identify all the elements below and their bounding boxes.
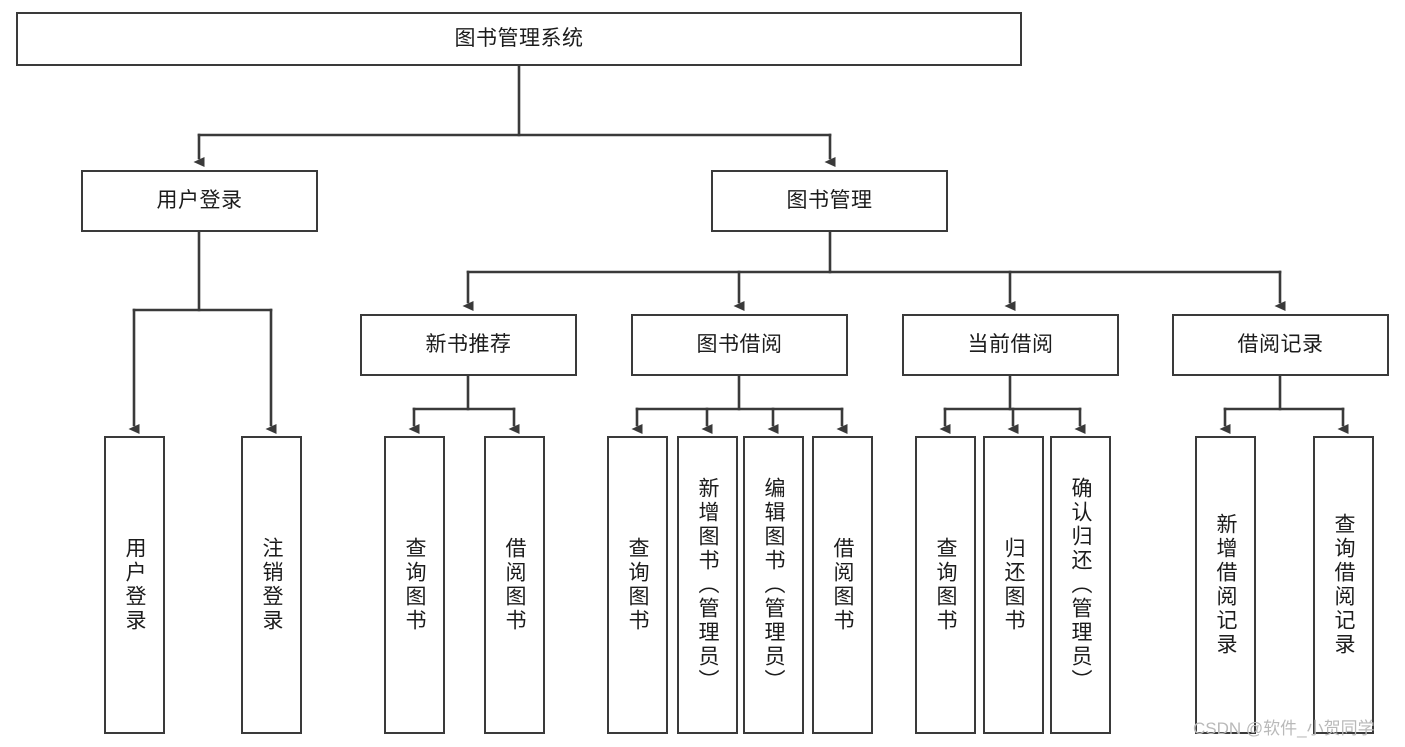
node-label: 图书管理 xyxy=(786,188,873,212)
node-root-book-management-system[interactable]: 图书管理系统 xyxy=(16,12,1022,66)
node-label: 查询图书 xyxy=(403,537,426,633)
node-label: 新书推荐 xyxy=(425,332,512,356)
leaf-query-book-recommend[interactable]: 查询图书 xyxy=(384,436,445,734)
leaf-logout-login[interactable]: 注销登录 xyxy=(241,436,302,734)
node-borrow-record[interactable]: 借阅记录 xyxy=(1172,314,1389,376)
leaf-add-book-admin[interactable]: 新增图书（管理员） xyxy=(677,436,738,734)
leaf-query-book-borrow[interactable]: 查询图书 xyxy=(607,436,668,734)
node-label: 借阅图书 xyxy=(503,537,526,633)
node-label: 当前借阅 xyxy=(967,332,1054,356)
leaf-add-borrow-record[interactable]: 新增借阅记录 xyxy=(1195,436,1256,734)
node-current-borrow[interactable]: 当前借阅 xyxy=(902,314,1119,376)
node-label: 图书管理系统 xyxy=(454,26,584,50)
leaf-user-login[interactable]: 用户登录 xyxy=(104,436,165,734)
node-label: 归还图书 xyxy=(1002,537,1025,633)
leaf-borrow-book[interactable]: 借阅图书 xyxy=(812,436,873,734)
node-label: 借阅记录 xyxy=(1237,332,1324,356)
leaf-return-book[interactable]: 归还图书 xyxy=(983,436,1044,734)
node-label: 新增图书（管理员） xyxy=(696,477,719,693)
node-label: 查询图书 xyxy=(934,537,957,633)
node-label: 确认归还（管理员） xyxy=(1069,477,1092,693)
leaf-query-book-current[interactable]: 查询图书 xyxy=(915,436,976,734)
csdn-watermark: CSDN @软件_小贺同学 xyxy=(1193,719,1375,738)
node-label: 查询借阅记录 xyxy=(1332,513,1355,657)
node-label: 图书借阅 xyxy=(696,332,783,356)
leaf-borrow-book-recommend[interactable]: 借阅图书 xyxy=(484,436,545,734)
node-label: 借阅图书 xyxy=(831,537,854,633)
node-label: 新增借阅记录 xyxy=(1214,513,1237,657)
leaf-confirm-return-admin[interactable]: 确认归还（管理员） xyxy=(1050,436,1111,734)
node-label: 查询图书 xyxy=(626,537,649,633)
node-new-book-recommend[interactable]: 新书推荐 xyxy=(360,314,577,376)
leaf-query-borrow-record[interactable]: 查询借阅记录 xyxy=(1313,436,1374,734)
node-label: 注销登录 xyxy=(260,537,283,633)
node-label: 用户登录 xyxy=(156,188,243,212)
node-user-login[interactable]: 用户登录 xyxy=(81,170,318,232)
node-book-borrow[interactable]: 图书借阅 xyxy=(631,314,848,376)
node-book-management[interactable]: 图书管理 xyxy=(711,170,948,232)
leaf-edit-book-admin[interactable]: 编辑图书（管理员） xyxy=(743,436,804,734)
node-label: 用户登录 xyxy=(123,537,146,633)
node-label: 编辑图书（管理员） xyxy=(762,477,785,693)
